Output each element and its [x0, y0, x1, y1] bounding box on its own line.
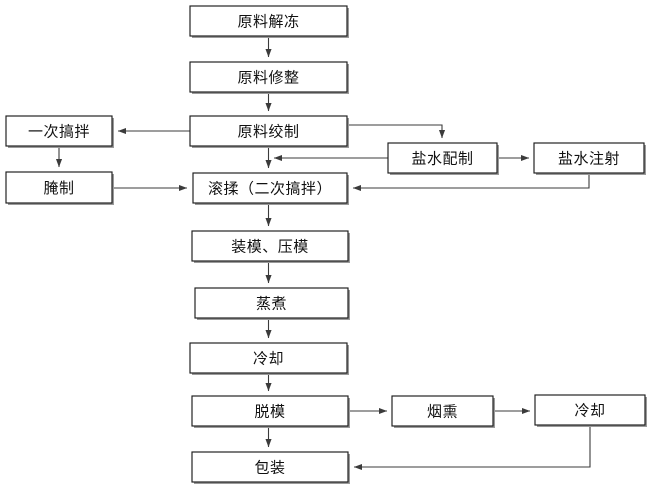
- node-trim[interactable]: 原料修整: [189, 61, 349, 94]
- node-layer: 原料解冻 原料修整 原料绞制 一次搞拌 腌制: [5, 5, 647, 484]
- connector-layer: [55, 36, 591, 471]
- node-brine-prep[interactable]: 盐水配制: [387, 142, 499, 175]
- node-grind[interactable]: 原料绞制: [189, 115, 349, 148]
- node-mold[interactable]: 装模、压模: [191, 230, 350, 263]
- node-package[interactable]: 包装: [191, 451, 350, 484]
- node-brine-inject[interactable]: 盐水注射: [533, 142, 646, 175]
- node-cool-2[interactable]: 冷却: [534, 394, 647, 427]
- node-cool[interactable]: 冷却: [189, 342, 349, 375]
- node-thaw[interactable]: 原料解冻: [189, 5, 349, 38]
- node-first-mix[interactable]: 一次搞拌: [5, 115, 114, 148]
- node-cure[interactable]: 腌制: [5, 171, 114, 205]
- node-tumble[interactable]: 滚揉（二次搞拌）: [192, 172, 349, 205]
- node-smoke[interactable]: 烟熏: [391, 395, 495, 428]
- connector-cool2-to-package: [353, 425, 591, 471]
- connector-grind-to-brine-prep: [347, 124, 446, 139]
- node-cook[interactable]: 蒸煮: [194, 287, 350, 320]
- connector-brine-inject-to-tumble: [352, 173, 590, 192]
- node-demold[interactable]: 脱模: [191, 395, 350, 428]
